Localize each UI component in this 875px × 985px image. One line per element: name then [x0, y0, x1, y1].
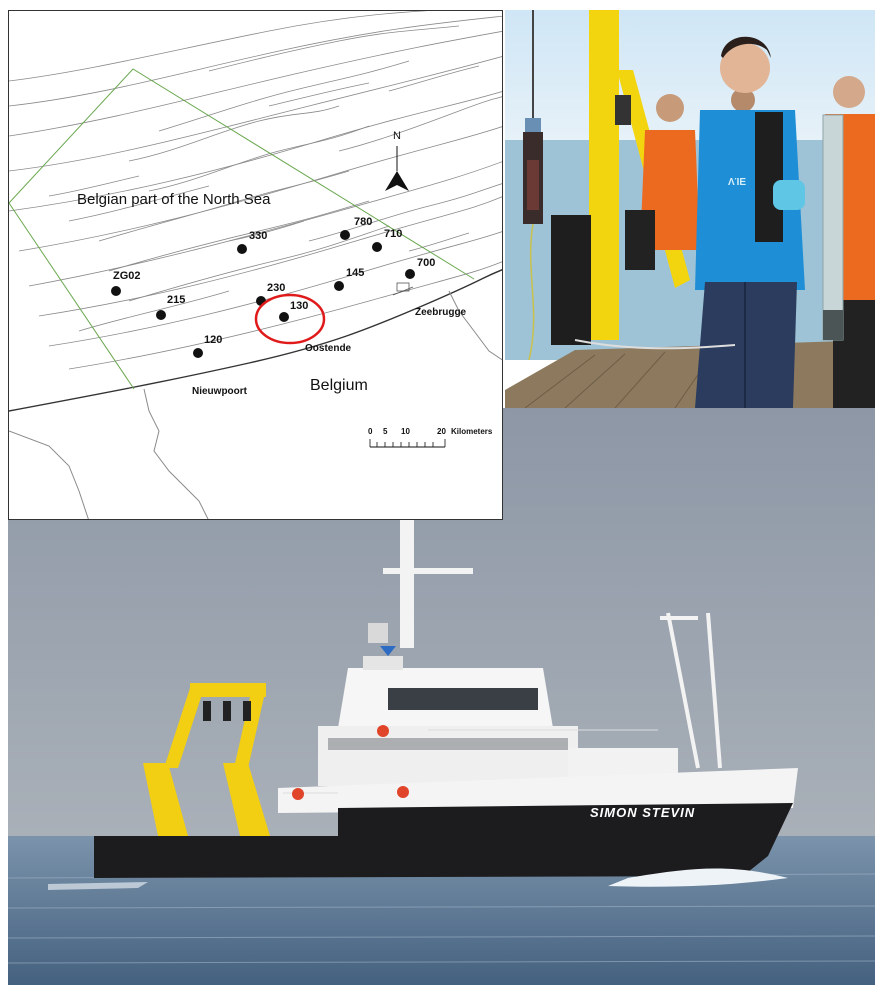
- station-710: 710: [372, 228, 402, 252]
- eez-boundary: [9, 68, 475, 390]
- research-vessel-photo: SIMON STEVIN: [8, 408, 875, 985]
- place-zeebrugge: Zeebrugge: [415, 307, 467, 318]
- svg-text:120: 120: [204, 334, 222, 346]
- station-780: 780: [340, 216, 372, 240]
- scale-bar: 0 5 10 20 Kilometers: [368, 427, 493, 448]
- lifebuoy-icon: [292, 788, 304, 800]
- station-zg02: ZG02: [111, 270, 141, 296]
- station-700: 700: [405, 257, 435, 279]
- svg-text:780: 780: [354, 216, 372, 228]
- stations: ZG02 215 120 330 230 130: [111, 216, 435, 358]
- aft-mast: [660, 612, 722, 769]
- zeebrugge-harbour-icon: [392, 282, 414, 296]
- white-hull-band: [278, 768, 798, 813]
- sampling-photo-illustration: ΛΊΕ: [505, 10, 875, 408]
- shirt-logo-text: ΛΊΕ: [728, 177, 746, 188]
- svg-text:10: 10: [401, 427, 410, 436]
- yellow-stern-cranes: [143, 683, 270, 836]
- hanging-corer: [523, 10, 543, 361]
- place-nieuwpoort: Nieuwpoort: [192, 386, 248, 397]
- bathymetry-contours: [9, 11, 502, 370]
- lifebuoy-icon: [377, 725, 389, 737]
- ship-name-text: SIMON STEVIN: [590, 805, 695, 820]
- sea-label: Belgian part of the North Sea: [77, 191, 271, 208]
- station-330: 330: [237, 230, 267, 254]
- station-230: 230: [256, 282, 285, 306]
- hydraulic-block: [615, 95, 631, 125]
- svg-text:230: 230: [267, 282, 285, 294]
- land-borders: [9, 290, 502, 519]
- place-oostende: Oostende: [305, 343, 352, 354]
- station-130: 130: [279, 300, 308, 322]
- map-canvas: N Belgian part of the North Sea ZG02 215…: [9, 11, 502, 519]
- svg-text:330: 330: [249, 230, 267, 242]
- wake: [48, 882, 148, 890]
- station-145: 145: [334, 267, 364, 291]
- country-label: Belgium: [310, 377, 368, 394]
- sampling-photo: ΛΊΕ: [505, 10, 875, 408]
- station-map: N Belgian part of the North Sea ZG02 215…: [8, 10, 503, 520]
- sediment-core-tube: [822, 114, 844, 341]
- north-arrow: N: [385, 130, 409, 191]
- svg-text:700: 700: [417, 257, 435, 269]
- svg-text:20: 20: [437, 427, 446, 436]
- svg-text:0: 0: [368, 427, 373, 436]
- coastline: [9, 269, 502, 412]
- svg-text:145: 145: [346, 267, 364, 279]
- svg-text:Kilometers: Kilometers: [451, 427, 493, 436]
- research-vessel-illustration: SIMON STEVIN: [8, 408, 875, 985]
- crew-member-left: [625, 94, 700, 270]
- highlight-circle: [254, 293, 326, 345]
- mast: [368, 518, 473, 648]
- svg-text:130: 130: [290, 300, 308, 312]
- lifebuoy-icon: [397, 786, 409, 798]
- student-with-core: ΛΊΕ: [695, 36, 805, 408]
- rope: [574, 339, 736, 350]
- station-120: 120: [193, 334, 222, 358]
- bow-wave: [608, 868, 788, 887]
- svg-text:710: 710: [384, 228, 402, 240]
- north-label: N: [393, 130, 401, 142]
- station-215: 215: [156, 294, 185, 320]
- svg-text:215: 215: [167, 294, 185, 306]
- black-hull: [94, 803, 793, 878]
- svg-text:5: 5: [383, 427, 388, 436]
- sky: [505, 10, 875, 150]
- svg-text:ZG02: ZG02: [113, 270, 141, 282]
